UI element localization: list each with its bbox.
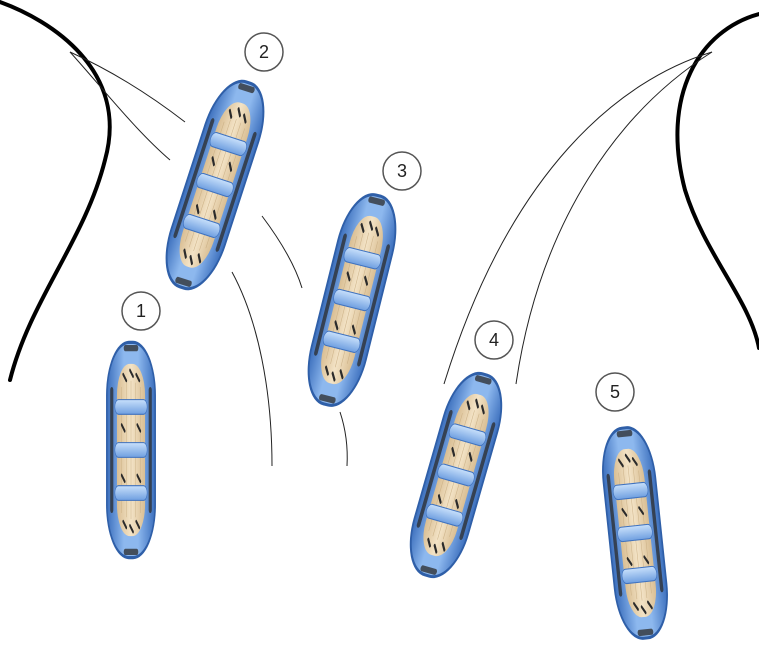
label-raft-5: 5 — [596, 373, 634, 411]
label-raft-2: 2 — [245, 33, 283, 71]
label-raft-4: 4 — [475, 321, 513, 359]
label-raft-1: 1 — [122, 292, 160, 330]
svg-text:2: 2 — [259, 42, 269, 62]
raft-2-path — [232, 272, 272, 466]
svg-text:1: 1 — [136, 301, 146, 321]
raft-1 — [106, 341, 156, 559]
svg-text:3: 3 — [397, 161, 407, 181]
label-raft-3: 3 — [383, 152, 421, 190]
rope-line-left-2 — [70, 52, 170, 160]
raft-5 — [597, 424, 673, 643]
right-bank-line — [677, 14, 759, 348]
svg-text:4: 4 — [489, 330, 499, 350]
raft-2 — [154, 72, 276, 298]
raft-4 — [399, 365, 513, 585]
left-bank-line — [0, 2, 110, 380]
raft-3-path-lower — [340, 412, 347, 466]
raft-3 — [298, 187, 407, 413]
raft-3-path-upper — [262, 216, 302, 288]
svg-text:5: 5 — [610, 382, 620, 402]
